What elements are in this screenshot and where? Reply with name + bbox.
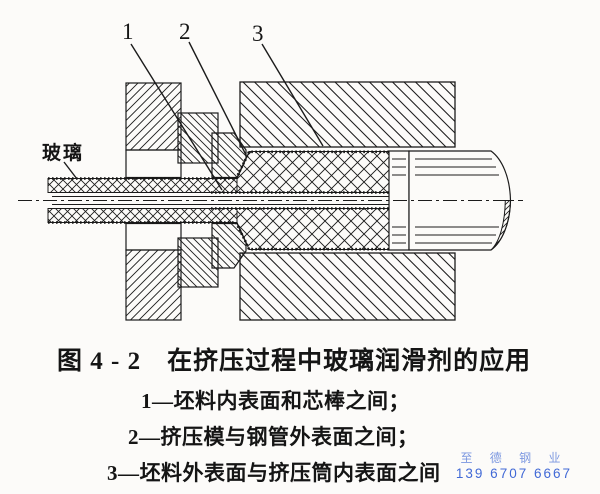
- part-label-3: 3: [252, 21, 264, 46]
- billet-upper-half: [236, 151, 390, 193]
- die-holder-lower: [177, 237, 219, 288]
- leader-line-3: [261, 43, 324, 147]
- stem-break-section: [490, 200, 512, 251]
- die-holder-upper: [177, 112, 219, 164]
- leader-line-1: [130, 43, 223, 191]
- container-lower: [239, 252, 456, 321]
- caption-item-1: 1—坯料内表面和芯棒之间；: [141, 389, 410, 413]
- glass-annotation: 玻璃: [42, 141, 84, 164]
- watermark-company: 至 德 钢 业: [460, 451, 568, 465]
- extrusion-process-diagram: 1 2 3 玻璃: [18, 19, 523, 321]
- mandrel: [52, 196, 389, 205]
- tube-wall-upper: [47, 178, 238, 193]
- container-upper: [239, 81, 456, 148]
- figure-caption-title: 图 4 - 2 在挤压过程中玻璃润滑剂的应用: [57, 348, 532, 375]
- watermark: 至 德 钢 业 139 6707 6667: [455, 451, 572, 481]
- glass-lubricant-films: [48, 150, 389, 251]
- part-label-1: 1: [122, 19, 134, 44]
- tube-wall-lower: [47, 208, 238, 223]
- caption-item-3: 3—坯料外表面与挤压筒内表面之间: [107, 461, 441, 485]
- extrusion-stem: [408, 150, 512, 251]
- die-backer-upper: [125, 82, 182, 151]
- billet-lower-half: [236, 208, 390, 250]
- die-backer-bore-upper: [125, 149, 182, 179]
- glass-leader-line: [63, 161, 78, 180]
- leader-line-2: [188, 41, 247, 156]
- part-label-2: 2: [179, 19, 191, 44]
- caption-item-2: 2—挤压模与钢管外表面之间；: [128, 425, 419, 449]
- die-backer-lower: [125, 249, 182, 321]
- die-backer-bore-lower: [125, 222, 182, 251]
- watermark-phone: 139 6707 6667: [455, 465, 572, 481]
